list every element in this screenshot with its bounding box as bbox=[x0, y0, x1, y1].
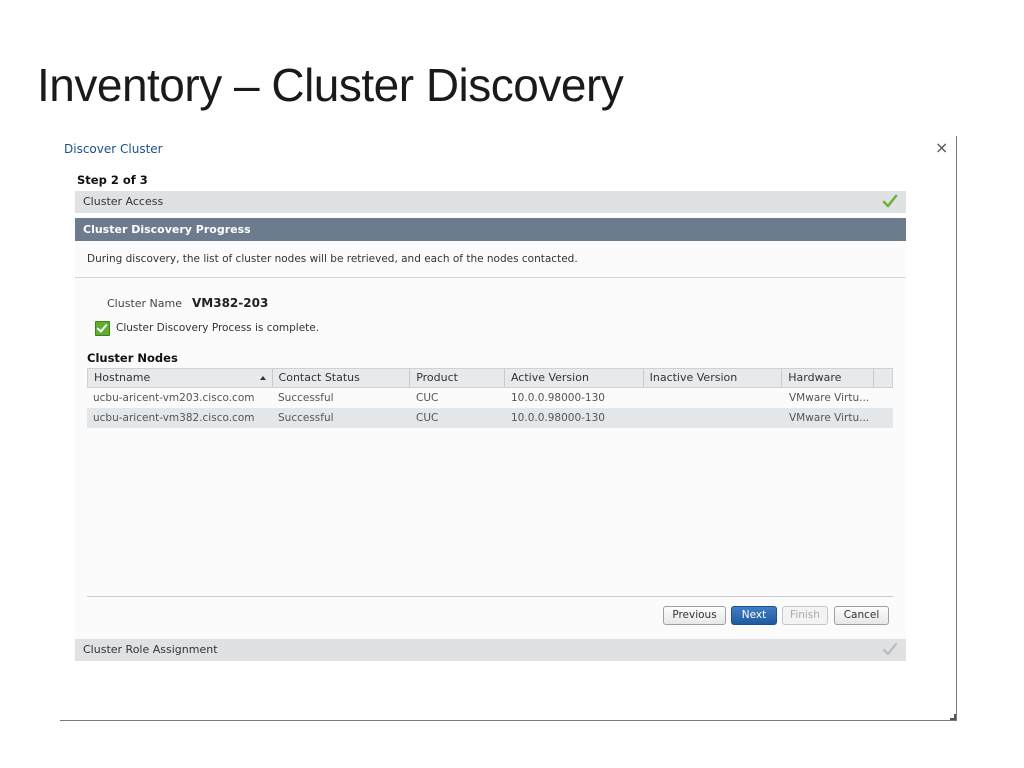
success-check-icon bbox=[95, 320, 110, 336]
column-header-contact-status[interactable]: Contact Status bbox=[273, 369, 411, 387]
column-header-spacer bbox=[874, 369, 892, 387]
section-cluster-discovery-progress[interactable]: Cluster Discovery Progress bbox=[70, 218, 906, 241]
section-label: Cluster Access bbox=[83, 195, 164, 208]
check-icon bbox=[882, 642, 898, 656]
cell-hostname: ucbu-aricent-vm382.cisco.com bbox=[93, 412, 255, 424]
column-header-hardware[interactable]: Hardware bbox=[782, 369, 875, 387]
active-arrow-icon bbox=[70, 225, 75, 235]
divider bbox=[87, 596, 893, 597]
cell-inactive-version bbox=[644, 408, 783, 428]
cell-contact-status: Successful bbox=[278, 392, 334, 404]
discovery-complete-status: Cluster Discovery Process is complete. bbox=[95, 320, 319, 336]
finish-button[interactable]: Finish bbox=[782, 606, 828, 625]
cluster-name-value: VM382-203 bbox=[192, 296, 269, 310]
cell-product: CUC bbox=[416, 392, 439, 404]
table-row[interactable]: ucbu-aricent-vm203.cisco.com Successful … bbox=[87, 388, 893, 408]
step-indicator: Step 2 of 3 bbox=[77, 173, 148, 187]
discovery-content: During discovery, the list of cluster no… bbox=[75, 241, 906, 639]
section-cluster-role-assignment[interactable]: Cluster Role Assignment bbox=[75, 639, 906, 661]
cell-active-version: 10.0.0.98000-130 bbox=[511, 392, 605, 404]
check-icon bbox=[882, 194, 898, 208]
dialog-title: Discover Cluster bbox=[64, 142, 163, 156]
close-button[interactable]: × bbox=[935, 138, 949, 157]
column-header-active-version[interactable]: Active Version bbox=[505, 369, 644, 387]
cell-hardware: VMware Virtu... bbox=[789, 392, 870, 404]
sort-ascending-icon bbox=[259, 376, 266, 380]
discover-cluster-dialog: Discover Cluster × Step 2 of 3 Cluster A… bbox=[60, 136, 957, 721]
table-row[interactable]: ucbu-aricent-vm382.cisco.com Successful … bbox=[87, 408, 893, 428]
next-button[interactable]: Next bbox=[731, 606, 777, 625]
complete-text: Cluster Discovery Process is complete. bbox=[116, 322, 320, 334]
section-label: Cluster Discovery Progress bbox=[83, 223, 251, 236]
cluster-nodes-label: Cluster Nodes bbox=[87, 351, 178, 365]
column-header-inactive-version[interactable]: Inactive Version bbox=[644, 369, 783, 387]
section-cluster-access[interactable]: Cluster Access bbox=[75, 191, 906, 213]
column-label: Hostname bbox=[94, 371, 151, 384]
cell-hostname: ucbu-aricent-vm203.cisco.com bbox=[93, 392, 255, 404]
cell-contact-status: Successful bbox=[278, 412, 334, 424]
table-header: Hostname Contact Status Product Active V… bbox=[87, 368, 893, 388]
column-header-product[interactable]: Product bbox=[410, 369, 505, 387]
cell-product: CUC bbox=[416, 412, 439, 424]
section-label: Cluster Role Assignment bbox=[83, 643, 218, 656]
cell-hardware: VMware Virtu... bbox=[789, 412, 870, 424]
cluster-name-label: Cluster Name bbox=[107, 297, 182, 310]
previous-button[interactable]: Previous bbox=[663, 606, 726, 625]
slide-title: Inventory – Cluster Discovery bbox=[37, 59, 624, 111]
cancel-button[interactable]: Cancel bbox=[834, 606, 889, 625]
resize-handle[interactable] bbox=[950, 714, 956, 720]
column-header-hostname[interactable]: Hostname bbox=[88, 369, 273, 387]
divider bbox=[75, 277, 906, 278]
cell-inactive-version bbox=[644, 388, 783, 408]
discovery-description: During discovery, the list of cluster no… bbox=[87, 253, 578, 265]
cell-active-version: 10.0.0.98000-130 bbox=[511, 412, 605, 424]
cluster-nodes-table: Hostname Contact Status Product Active V… bbox=[87, 368, 893, 428]
